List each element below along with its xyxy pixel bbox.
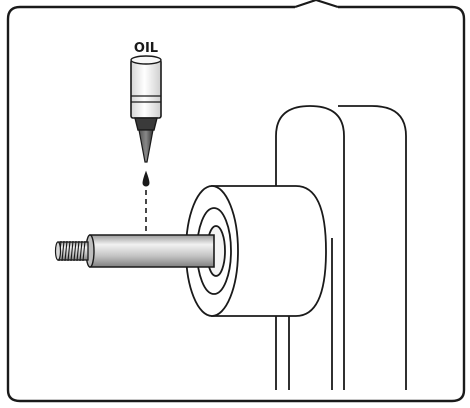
oil-drop-icon <box>142 170 150 187</box>
frame-gap-mark <box>294 0 339 9</box>
oil-can-icon <box>130 55 162 163</box>
oil-label: OIL <box>134 41 158 56</box>
threaded-shaft-icon <box>54 234 215 268</box>
outer-frame <box>6 5 466 403</box>
